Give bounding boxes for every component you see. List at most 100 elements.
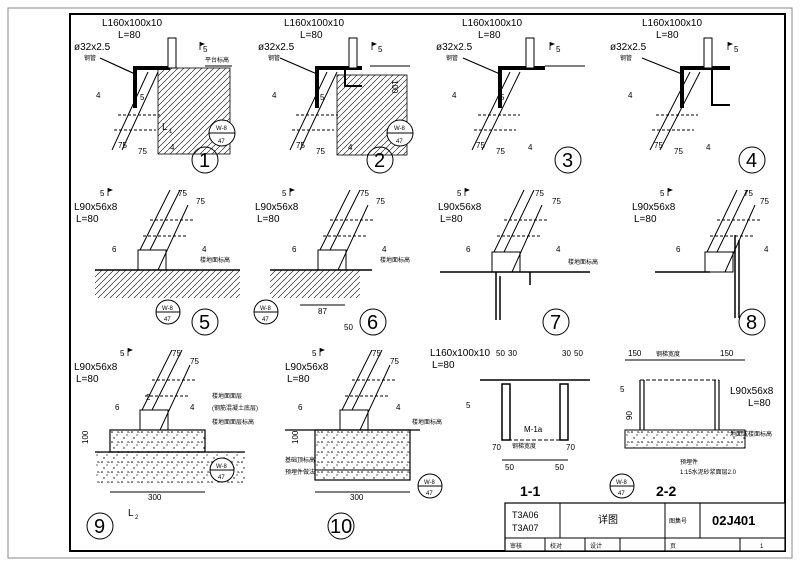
angle-label: L160x100x10	[102, 18, 162, 29]
detail-3: L160x100x10 L=80 ø32x2.5 钢管 5 4 5 4 75 7…	[436, 18, 585, 174]
svg-text:75: 75	[138, 147, 147, 156]
svg-text:6: 6	[112, 245, 117, 254]
svg-text:L=80: L=80	[287, 374, 310, 385]
svg-text:5: 5	[140, 93, 145, 102]
svg-text:150: 150	[628, 349, 642, 358]
post	[167, 37, 177, 69]
section-2-2: 150 150 钢梯宽度 5 L90x56x8 L=80 90 地面或楼面标高 …	[609, 349, 774, 499]
svg-text:47: 47	[262, 317, 269, 323]
pipe-label: ø32x2.5	[74, 42, 111, 53]
detail-2: L160x100x10 L=80 ø32x2.5 钢管 5 4 5 4 75 7…	[258, 18, 414, 174]
svg-text:L90x56x8: L90x56x8	[74, 202, 118, 213]
svg-text:300: 300	[148, 493, 162, 502]
drawing-name: 详图	[598, 513, 618, 526]
title-block: T3A06 T3A07 详图 图集号 02J401 审核 校对 设计 页 1	[504, 502, 786, 552]
svg-text:L90x56x8: L90x56x8	[632, 202, 676, 213]
svg-text:5: 5	[457, 189, 462, 198]
svg-text:1:15水泥砂浆面层2.0: 1:15水泥砂浆面层2.0	[680, 468, 737, 476]
svg-text:10: 10	[330, 516, 352, 538]
svg-text:5: 5	[556, 45, 561, 54]
svg-text:5: 5	[466, 401, 471, 410]
svg-text:L: L	[128, 508, 134, 519]
svg-text:100: 100	[291, 430, 300, 444]
svg-text:L=80: L=80	[76, 374, 99, 385]
svg-text:6: 6	[466, 245, 471, 254]
svg-text:4: 4	[746, 150, 757, 172]
svg-text:ø32x2.5: ø32x2.5	[436, 42, 473, 53]
svg-text:4: 4	[272, 91, 277, 100]
length-label: L=80	[118, 30, 141, 41]
svg-text:75: 75	[360, 189, 369, 198]
svg-text:基础顶标高: 基础顶标高	[285, 456, 315, 464]
svg-text:5: 5	[734, 45, 739, 54]
svg-text:ø32x2.5: ø32x2.5	[258, 42, 295, 53]
svg-text:L160x100x10: L160x100x10	[462, 18, 522, 29]
svg-text:6: 6	[676, 245, 681, 254]
svg-text:4: 4	[452, 91, 457, 100]
svg-text:钢管: 钢管	[620, 54, 632, 62]
svg-text:W-8: W-8	[216, 464, 228, 470]
svg-text:87: 87	[318, 307, 327, 316]
svg-text:4: 4	[528, 143, 533, 152]
svg-text:75: 75	[190, 357, 199, 366]
svg-text:3: 3	[562, 150, 573, 172]
span-symbol: L	[162, 122, 168, 133]
svg-text:1: 1	[760, 544, 764, 550]
svg-text:5: 5	[282, 189, 287, 198]
detail-9: L90x56x8 L=80 5 6 4 2 75 75 楼地面面层 (钢筋混凝土…	[74, 347, 258, 540]
svg-text:L90x56x8: L90x56x8	[255, 202, 299, 213]
svg-text:图集号: 图集号	[669, 517, 687, 525]
svg-text:30: 30	[508, 349, 517, 358]
svg-text:1: 1	[169, 129, 173, 135]
svg-text:75: 75	[172, 349, 181, 358]
svg-text:钢梯宽度: 钢梯宽度	[656, 350, 680, 358]
svg-text:W-8: W-8	[260, 306, 272, 312]
svg-text:5: 5	[199, 312, 210, 334]
detail-10: L90x56x8 L=80 5 6 4 75 75 楼地面标高 基础顶标高 预埋…	[285, 347, 443, 540]
svg-text:90: 90	[625, 411, 634, 420]
svg-text:70: 70	[566, 443, 575, 452]
svg-text:5: 5	[203, 45, 208, 54]
svg-text:100: 100	[390, 80, 399, 94]
code-1: T3A06	[512, 510, 539, 520]
svg-text:4: 4	[706, 143, 711, 152]
svg-text:ø32x2.5: ø32x2.5	[610, 42, 647, 53]
svg-text:L90x56x8: L90x56x8	[438, 202, 482, 213]
detail-4: L160x100x10 L=80 ø32x2.5 钢管 5 4 5 4 75 7…	[610, 18, 766, 174]
svg-text:预埋件: 预埋件	[680, 458, 698, 466]
section-title: 1-1	[520, 483, 540, 499]
svg-text:L90x56x8: L90x56x8	[74, 362, 118, 373]
svg-text:L=80: L=80	[748, 398, 771, 409]
svg-text:预埋件做法: 预埋件做法	[285, 468, 315, 476]
svg-text:L=80: L=80	[478, 30, 501, 41]
svg-text:4: 4	[170, 143, 175, 152]
svg-text:5: 5	[680, 93, 685, 102]
svg-text:L=80: L=80	[440, 214, 463, 225]
svg-text:W-8: W-8	[216, 126, 228, 132]
svg-text:W-8: W-8	[162, 306, 174, 312]
detail-number: 2	[374, 150, 385, 172]
svg-text:5: 5	[500, 93, 505, 102]
svg-text:75: 75	[178, 189, 187, 198]
stringer	[111, 71, 159, 151]
detail-number: 1	[199, 150, 210, 172]
svg-text:9: 9	[94, 516, 105, 538]
svg-text:75: 75	[496, 147, 505, 156]
svg-text:L90x56x8: L90x56x8	[730, 386, 774, 397]
svg-text:钢管: 钢管	[446, 54, 458, 62]
svg-text:75: 75	[476, 141, 485, 150]
code-2: T3A07	[512, 523, 539, 533]
svg-text:4: 4	[556, 245, 561, 254]
svg-text:L=80: L=80	[257, 214, 280, 225]
svg-text:75: 75	[674, 147, 683, 156]
svg-text:6: 6	[298, 403, 303, 412]
svg-text:6: 6	[367, 312, 378, 334]
detail-1: L160x100x10 L=80 ø32x2.5 钢管 平台标高 5 4 5 4…	[74, 18, 236, 174]
section-title: 2-2	[656, 483, 676, 499]
svg-text:6: 6	[115, 403, 120, 412]
svg-text:审核: 审核	[510, 542, 522, 550]
svg-text:2: 2	[146, 393, 151, 402]
detail-number-circle	[191, 146, 219, 174]
svg-text:地面或楼面标高: 地面或楼面标高	[730, 430, 772, 438]
